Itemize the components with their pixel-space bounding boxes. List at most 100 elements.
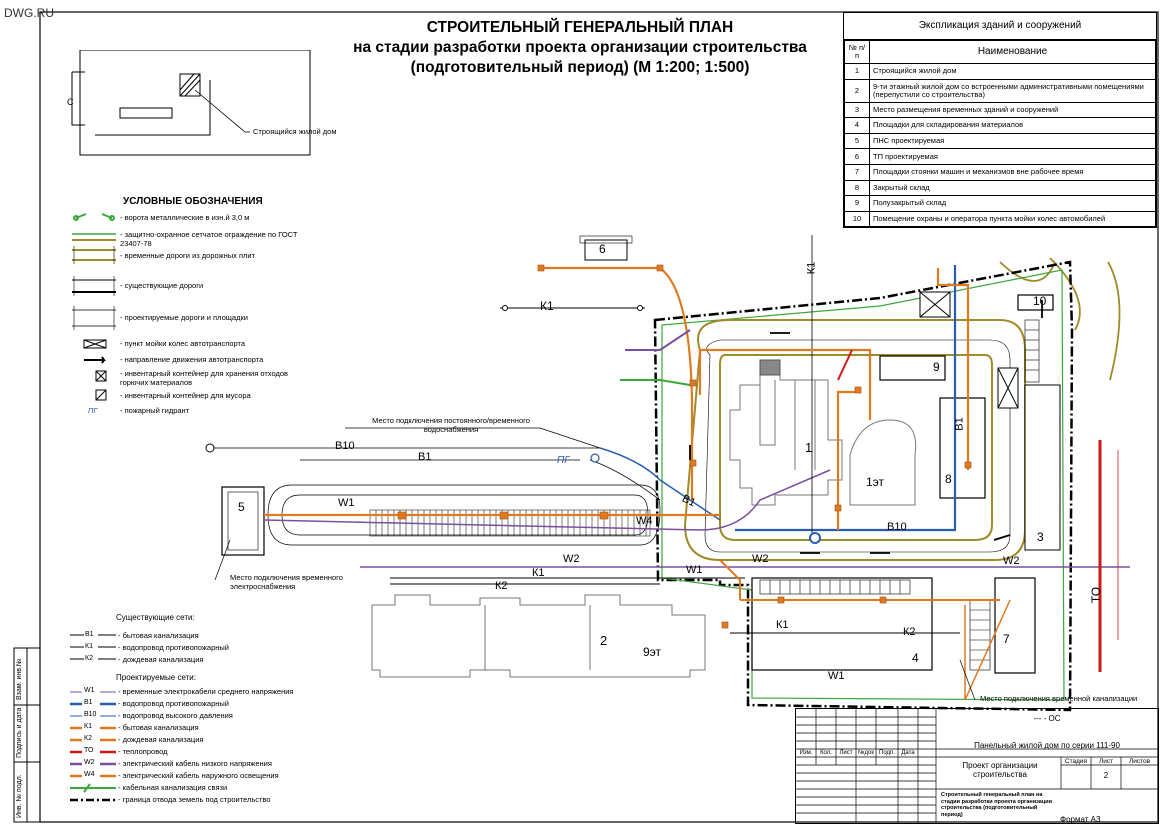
net-label-K1-south: К1	[532, 567, 545, 579]
legend-text: - ворота металлические в изн.й 3,0 м	[120, 213, 250, 222]
projected-net-W1: W1- временные электрокабели среднего нап…	[68, 687, 328, 697]
row-name: 9-ти этажный жилой дом со встроенными ад…	[869, 78, 1156, 103]
building-2-label: 2	[600, 633, 608, 648]
building-3	[1024, 384, 1061, 551]
key-plan	[71, 50, 311, 156]
net-label: - электрический кабель наружного освещен…	[118, 771, 279, 780]
net-label-B10-west: В10	[335, 440, 355, 452]
tb-col-doc: №док	[858, 750, 874, 756]
net-code: К1	[85, 643, 93, 650]
net-code: W2	[84, 759, 95, 766]
tb-sheets: Листов	[1128, 758, 1151, 765]
legend-item-existing-roads: - существующие дороги	[68, 281, 308, 293]
tb-code: --- - ОС	[1033, 714, 1061, 723]
legend-item-container-fuel: - инвентарный контейнер для хранения отх…	[68, 369, 308, 389]
net-label-W2-east: W2	[1003, 555, 1020, 567]
tb-sheet: Лист	[1098, 758, 1114, 765]
net-code: К1	[84, 723, 92, 730]
building-1	[729, 359, 843, 506]
drawing-title: СТРОИТЕЛЬНЫЙ ГЕНЕРАЛЬНЫЙ ПЛАН на стадии …	[300, 18, 860, 78]
net-label: - теплопровод	[118, 747, 168, 756]
net-label: - кабельная канализация связи	[118, 783, 228, 792]
net-label-K1-north: К1	[540, 299, 554, 313]
net-label: - дождевая канализация	[118, 735, 204, 744]
temp-ring-road-inner	[719, 354, 993, 541]
row-name: Помещение охраны и оператора пункта мойк…	[869, 210, 1156, 228]
explication-head-row: № п/п Наименование	[844, 40, 1156, 64]
projected-networks-title: Проектируемые сети:	[116, 673, 196, 682]
net-label: - водопровод противопожарный	[118, 699, 229, 708]
legend-item-hydrant: ПГ - пожарный гидрант	[68, 406, 308, 418]
net-label-K2-south: К2	[495, 580, 508, 592]
title-block: --- - ОС Панельный жилой дом по серии 11…	[795, 708, 1159, 824]
net-label: - граница отвода земель под строительств…	[118, 795, 271, 804]
net-code: W4	[84, 771, 95, 778]
net-code: W1	[84, 687, 95, 694]
building-1-label: 1	[805, 440, 813, 455]
legend-item-fence: - защитно-охранное сетчатое ограждение п…	[68, 230, 308, 250]
net-label-B1-site: В1	[953, 417, 966, 431]
net-label: - дождевая канализация	[118, 655, 204, 664]
building-5	[221, 486, 265, 556]
utility-nodes	[397, 264, 972, 629]
tb-sheet-no: 2	[1103, 771, 1109, 780]
explication-col-name: Наименование	[869, 40, 1156, 64]
net-code: К2	[85, 655, 93, 662]
building-9	[879, 355, 946, 381]
legend-text: - существующие дороги	[120, 281, 204, 290]
projected-networks: Проектируемые сети: W1- временные электр…	[68, 673, 328, 823]
explication-col-no: № п/п	[844, 40, 870, 64]
existing-net-B1: В1 - бытовая канализация	[68, 631, 328, 641]
building-4-label: 4	[912, 651, 919, 665]
watermark: DWG.RU	[4, 6, 54, 20]
net-label-K2-site: К2	[903, 626, 916, 638]
net-label-W2-site: W2	[752, 553, 769, 565]
net-label-B1-west: В1	[418, 451, 432, 463]
net-label-W1-east: W1	[828, 670, 845, 682]
projected-net-W4: W4 - электрический кабель наружного освещ…	[68, 771, 328, 781]
building-2-floors: 9эт	[643, 645, 662, 659]
hydrant-label: ПГ	[557, 455, 570, 466]
building-1-low	[849, 419, 917, 506]
existing-net-K1: К1 - водопровод противопожарный	[68, 643, 328, 653]
net-label-K1-vertical: К1	[805, 261, 818, 275]
net-label: - водопровод противопожарный	[118, 643, 229, 652]
tb-col-kol: Кол.	[820, 750, 832, 756]
net-label-W1-west: W1	[338, 497, 355, 509]
building-10	[1017, 294, 1054, 311]
row-no: 2	[844, 78, 870, 103]
tb-object: Панельный жилой дом по серии 111-90	[974, 741, 1120, 750]
tb-doc-name: Проект организации строительства	[962, 761, 1038, 779]
sewer-connection-label: Место подключения временной канализации	[980, 694, 1138, 703]
legend-item-container-trash: - инвентарный контейнер для мусора	[68, 391, 308, 403]
tb-col-list: Лист	[839, 750, 853, 756]
building-10-label: 10	[1033, 294, 1047, 308]
legend-text: - инвентарный контейнер для хранения отх…	[120, 369, 289, 387]
legend-item-projected-roads: - проектируемые дороги и площадки	[68, 313, 308, 325]
title-line-2: на стадии разработки проекта организации…	[353, 39, 807, 56]
legend-text: - пожарный гидрант	[120, 406, 190, 415]
net-label: - бытовая канализация	[118, 631, 199, 640]
title-line-1: СТРОИТЕЛЬНЫЙ ГЕНЕРАЛЬНЫЙ ПЛАН	[426, 19, 734, 36]
fence	[661, 269, 1065, 701]
building-4	[751, 577, 933, 671]
net-code: В1	[85, 631, 94, 638]
net-code: В10	[84, 711, 97, 718]
legend-text: - проектируемые дороги и площадки	[120, 313, 248, 322]
tb-drawing-name: Строительный генеральный план на стадии …	[941, 792, 1052, 818]
net-code: К2	[84, 735, 92, 742]
net-label-TO: ТО	[1089, 586, 1104, 604]
legend-item-temp-roads: - временные дороги из дорожных плит	[68, 251, 308, 263]
net-label-B10-site: В10	[887, 521, 907, 533]
projected-net-K1: К1- бытовая канализация	[68, 723, 328, 733]
explication-table: Экспликация зданий и сооружений № п/п На…	[843, 12, 1157, 229]
legend-symbols	[72, 213, 116, 401]
net-code: ТО	[84, 747, 94, 754]
net-label-K1-site: К1	[776, 619, 789, 631]
tb-stage: Стадия	[1064, 758, 1088, 765]
projected-net-boundary: - граница отвода земель под строительств…	[68, 795, 328, 805]
legend-item-wheel-wash: - пункт мойки колес автотранспорта	[68, 339, 308, 351]
